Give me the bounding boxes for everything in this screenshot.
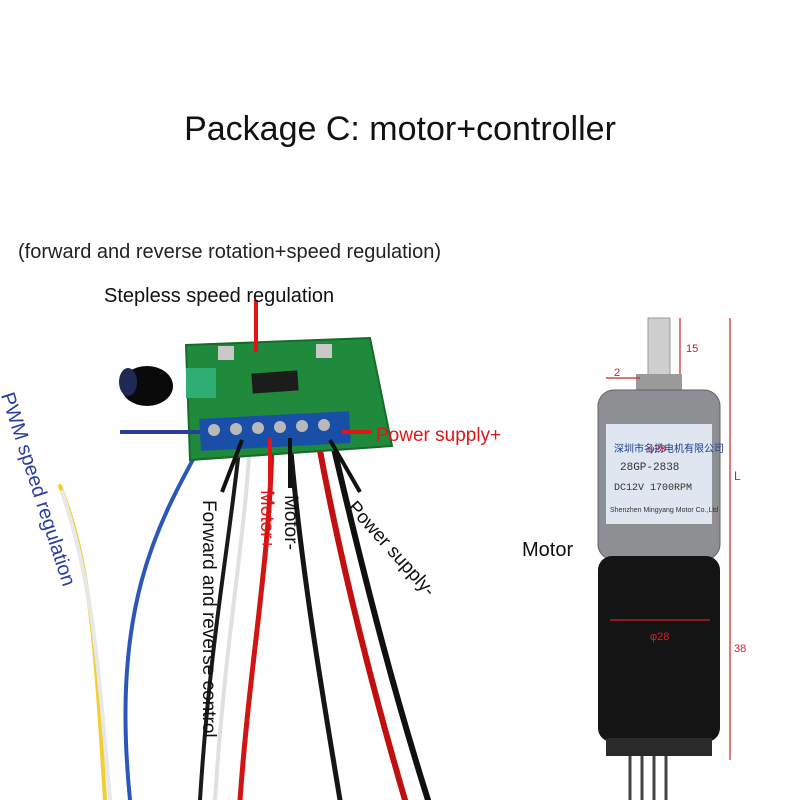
dim-gear-dia: φ28 <box>648 444 666 455</box>
fwd-pointer <box>220 439 244 493</box>
dim-total: L <box>734 469 741 483</box>
dimension-lines: 15 2 L φ28 φ28 38 <box>606 318 746 760</box>
dim-motor-len: 38 <box>734 643 746 655</box>
blue-wire-pwm <box>123 430 210 800</box>
motor-rating: DC12V 1700RPM <box>614 483 692 494</box>
motor-model: 28GP-2838 <box>620 462 679 474</box>
wires <box>58 430 431 800</box>
forward-reverse-label: Forward and reverse control <box>198 500 219 738</box>
button-right <box>316 344 332 358</box>
potentiometer-body <box>186 368 216 398</box>
motor-plus-label: Motor+ <box>256 490 277 550</box>
yellow-wire <box>58 484 107 800</box>
motor-brand: 深圳市名扬电机有限公司 <box>614 442 724 455</box>
controller-board <box>119 336 394 462</box>
dim-shaft-step: 2 <box>614 367 620 379</box>
motor-can <box>598 556 720 742</box>
package-subtitle: (forward and reverse rotation+speed regu… <box>18 241 442 263</box>
power-supply-plus-label: Power supply+ <box>376 425 502 446</box>
callout-lines <box>120 300 372 493</box>
black-wire-motor <box>287 437 343 800</box>
motor-minus-label: Motor- <box>280 495 301 550</box>
button-left <box>218 346 234 360</box>
knob-top <box>119 368 137 396</box>
stepless-speed-label: Stepless speed regulation <box>104 285 335 307</box>
dim-motor-dia: φ28 <box>650 631 669 643</box>
white-wire <box>60 490 112 800</box>
motor-maker: Shenzhen Mingyang Motor Co.,Ltd <box>610 507 718 514</box>
motor-label: Motor <box>522 539 574 561</box>
terminal-screws <box>208 419 330 436</box>
black-wire-fwd <box>198 438 242 800</box>
chip <box>251 370 299 394</box>
motor-endcap <box>606 738 712 756</box>
motor-label-plate <box>606 424 712 524</box>
red-wire-power <box>315 437 408 800</box>
terminal-block <box>199 411 351 451</box>
dim-shaft-len: 15 <box>686 343 698 355</box>
black-wire-power <box>329 437 431 800</box>
motor-shaft <box>647 317 671 379</box>
white-wire-fwd <box>213 438 252 800</box>
power-minus-pointer <box>328 439 362 493</box>
motor-leads <box>628 756 668 800</box>
page-title: Package C: motor+controller <box>184 110 616 148</box>
gear-motor: 深圳市名扬电机有限公司 28GP-2838 DC12V 1700RPM Shen… <box>597 317 724 800</box>
gearbox-collar <box>636 374 682 392</box>
